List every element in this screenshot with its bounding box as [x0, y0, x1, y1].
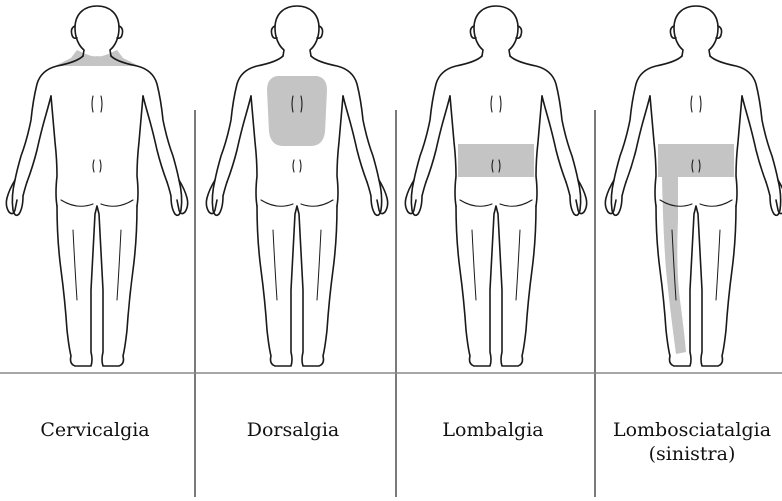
- body-figure-1: [6, 6, 187, 366]
- pain-area-lower-back-left-leg: [658, 144, 734, 177]
- panel-label-text: Lombosciatalgia: [597, 418, 782, 442]
- body-figure-3: [405, 6, 586, 366]
- panel-label-text: Dorsalgia: [198, 418, 388, 442]
- panel-label-3: Lombalgia: [398, 418, 588, 442]
- panel-label-2: Dorsalgia: [198, 418, 388, 442]
- body-outline: [605, 6, 782, 366]
- panel-label-text: Lombalgia: [398, 418, 588, 442]
- pain-area-lower-back: [458, 144, 534, 177]
- body-figure-4: [605, 6, 782, 366]
- pain-area-upper-back: [267, 76, 327, 146]
- panel-label-1: Cervicalgia: [0, 418, 190, 442]
- body-outline: [206, 6, 387, 366]
- panel-sublabel-text: (sinistra): [597, 442, 782, 466]
- panel-label-text: Cervicalgia: [0, 418, 190, 442]
- body-figure-2: [206, 6, 387, 366]
- panel-label-4: Lombosciatalgia (sinistra): [597, 418, 782, 466]
- body-outline: [405, 6, 586, 366]
